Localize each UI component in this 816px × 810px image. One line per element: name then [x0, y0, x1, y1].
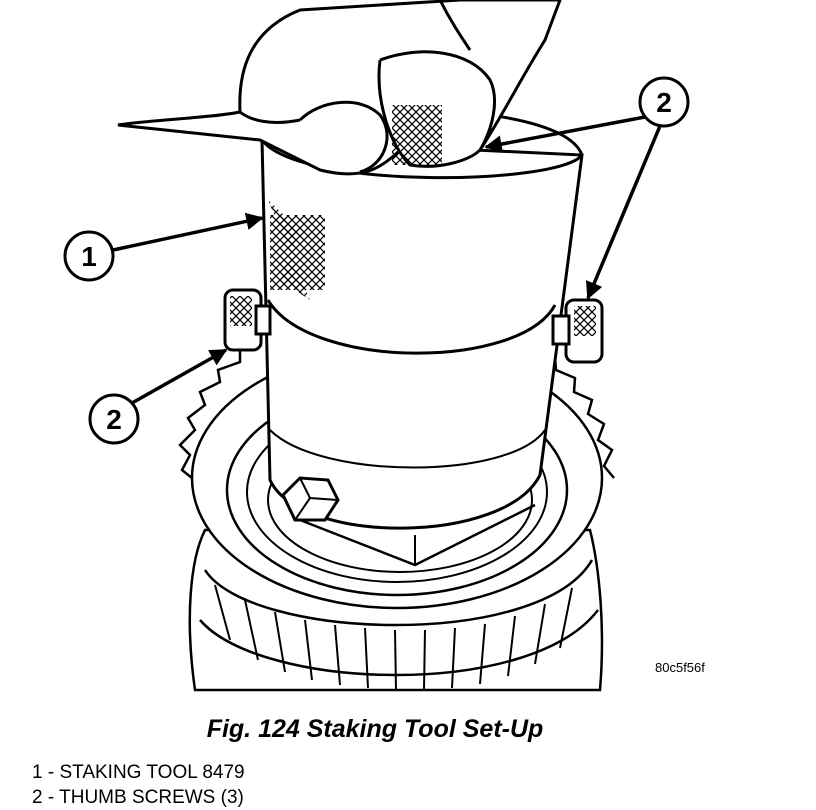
figure-caption: Fig. 124 Staking Tool Set-Up	[206, 715, 544, 743]
legend-separator: -	[42, 787, 60, 808]
callout-2-top: 2	[638, 76, 690, 128]
legend-item-2: 2 - THUMB SCREWS (3)	[32, 785, 245, 810]
legend-text: THUMB SCREWS (3)	[59, 787, 244, 808]
image-reference-code: 80c5f56f	[655, 660, 705, 675]
staking-tool-illustration: 1 2 2	[63, 0, 690, 692]
legend: 1 - STAKING TOOL 8479 2 - THUMB SCREWS (…	[32, 760, 245, 810]
svg-text:1: 1	[81, 241, 97, 272]
hand	[117, 0, 562, 176]
leader-arrows	[112, 115, 662, 405]
legend-item-1: 1 - STAKING TOOL 8479	[32, 760, 245, 785]
svg-text:2: 2	[656, 87, 672, 118]
callout-1: 1	[63, 230, 115, 282]
legend-separator: -	[42, 762, 60, 783]
legend-text: STAKING TOOL 8479	[59, 762, 245, 783]
thumb-screw-right	[551, 298, 604, 364]
legend-number: 2	[32, 787, 43, 808]
callout-2-bottom: 2	[88, 393, 140, 445]
hex-bolt	[281, 476, 340, 522]
staking-tool	[260, 108, 584, 530]
svg-text:2: 2	[106, 404, 122, 435]
legend-number: 1	[32, 762, 43, 783]
thumb-screw-left	[223, 288, 272, 352]
